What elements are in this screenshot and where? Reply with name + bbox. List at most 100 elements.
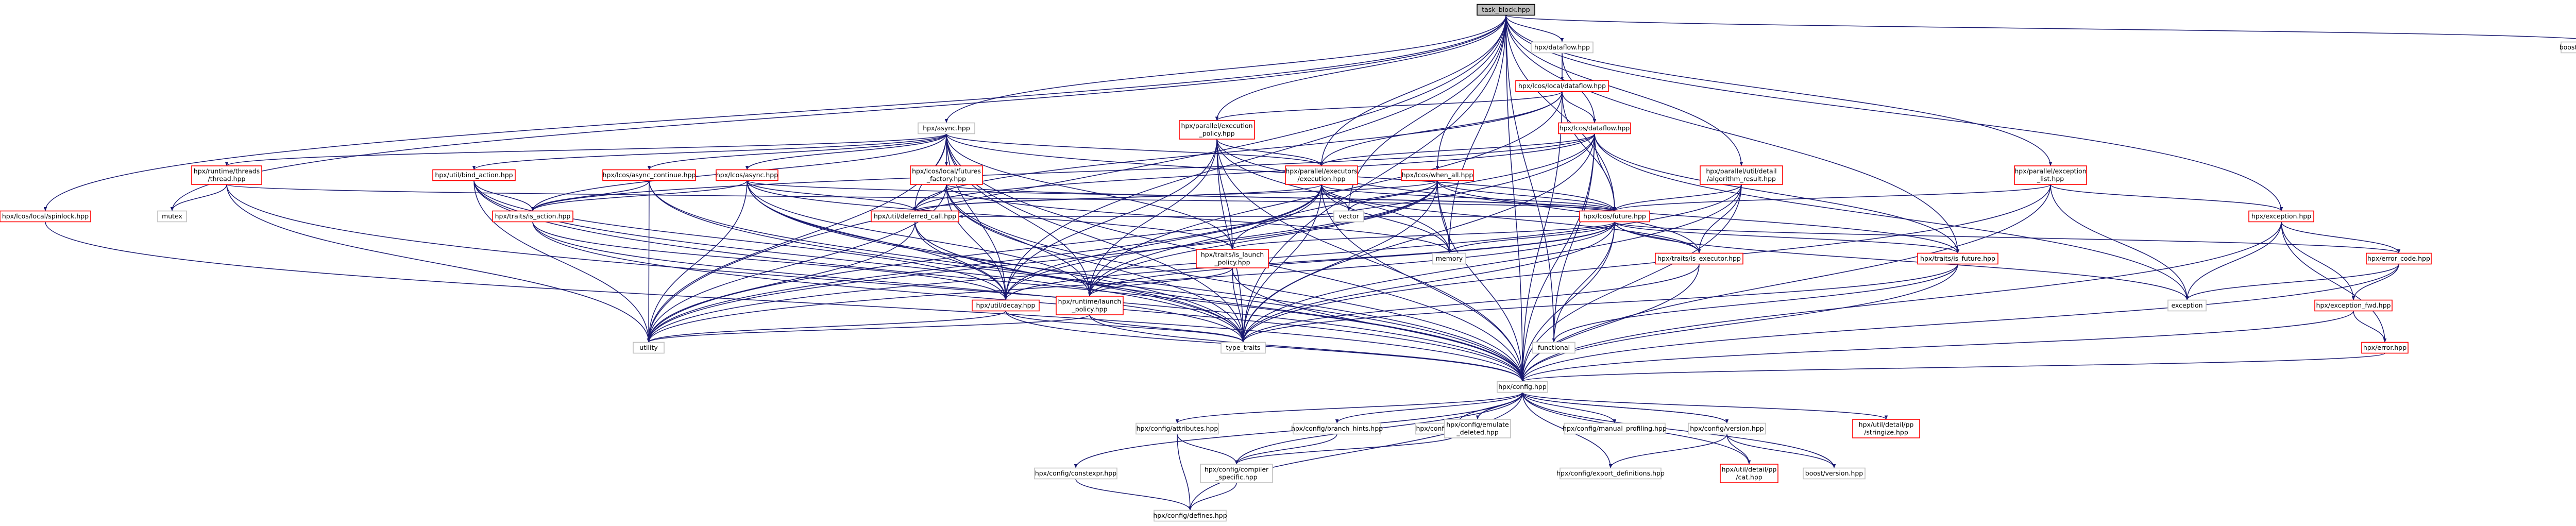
node-root[interactable]: task_block.hpp (1477, 4, 1535, 16)
node-boost_version[interactable]: boost/version.hpp (1803, 467, 1866, 480)
node-runtime_threads[interactable]: hpx/runtime/threads/thread.hpp (191, 165, 262, 185)
node-lcos_dataflow[interactable]: hpx/lcos/dataflow.hpp (1558, 122, 1631, 134)
edge-runtime_threads-to-config (226, 184, 1524, 382)
node-label: hpx/runtime/threads (194, 167, 260, 175)
edge-lcos_dataflow-to-is_action (531, 133, 1595, 211)
edge-future-to-is_future (1614, 221, 1960, 254)
node-box (1179, 120, 1255, 140)
node-box (1558, 122, 1631, 134)
node-box (1655, 252, 1743, 265)
edge-root-to-functional (1505, 15, 1556, 343)
edge-lcos_dataflow-to-exception_std (1594, 133, 2189, 300)
node-util_bind_action[interactable]: hpx/util/bind_action.hpp (432, 169, 516, 181)
node-spinlock[interactable]: hpx/lcos/local/spinlock.hpp (0, 210, 91, 223)
node-label: hpx/dataflow.hpp (1534, 43, 1590, 51)
node-type_traits[interactable]: type_traits (1221, 342, 1266, 354)
node-error_hpp[interactable]: hpx/error.hpp (2361, 342, 2409, 354)
node-memory[interactable]: memory (1432, 252, 1466, 265)
node-label: hpx/util/bind_action.hpp (435, 171, 513, 179)
node-exception_hpp[interactable]: hpx/exception.hpp (2248, 210, 2314, 223)
edge-lcos_async-to-deferred_call (747, 180, 917, 211)
node-decay[interactable]: hpx/util/decay.hpp (972, 299, 1040, 312)
edge-attributes-to-defines (1177, 434, 1192, 511)
node-manual_profiling[interactable]: hpx/config/manual_profiling.hpp (1563, 422, 1667, 435)
edge-lcos_async-to-utility (647, 180, 748, 343)
edge-root-to-when_all (1435, 15, 1506, 170)
node-label: hpx/lcos/local/futures (912, 167, 981, 175)
node-emulate_deleted[interactable]: hpx/config/emulate_deleted.hpp (1444, 419, 1511, 438)
node-label: _policy.hpp (1071, 306, 1107, 313)
edge-when_all-to-future (1437, 180, 1617, 211)
node-config[interactable]: hpx/config.hpp (1497, 381, 1548, 393)
node-label: hpx/parallel/executors (1285, 167, 1357, 175)
node-branch_hints[interactable]: hpx/config/branch_hints.hpp (1291, 422, 1383, 435)
node-deferred_call[interactable]: hpx/util/deferred_call.hpp (871, 210, 959, 223)
node-label: hpx/parallel/exception (2014, 167, 2086, 175)
node-export_definitions[interactable]: hpx/config/export_definitions.hpp (1556, 467, 1665, 480)
node-mutex[interactable]: mutex (157, 210, 187, 223)
node-version[interactable]: hpx/config/version.hpp (1688, 422, 1766, 435)
node-is_action[interactable]: hpx/traits/is_action.hpp (492, 210, 573, 223)
node-async[interactable]: hpx/async.hpp (918, 122, 975, 134)
node-label: hpx/util/detail/pp (1722, 466, 1777, 473)
node-label: hpx/lcos/async.hpp (716, 171, 778, 179)
node-is_launch_policy[interactable]: hpx/traits/is_launch_policy.hpp (1196, 249, 1269, 268)
node-functional[interactable]: functional (1532, 342, 1575, 354)
edge-par_executors-to-launch_policy (1088, 184, 1322, 297)
node-attributes[interactable]: hpx/config/attributes.hpp (1136, 422, 1219, 435)
node-label: _factory.hpp (926, 175, 966, 183)
node-futures_factory[interactable]: hpx/lcos/local/futures_factory.hpp (910, 165, 983, 185)
edge-async-to-launch_policy (946, 133, 1092, 297)
edge-async-to-async_continue (647, 133, 947, 170)
edge-root-to-decay (1004, 15, 1506, 300)
node-constexpr[interactable]: hpx/config/constexpr.hpp (1034, 467, 1117, 480)
node-compiler_specific[interactable]: hpx/config/compiler_specific.hpp (1200, 464, 1273, 483)
node-vector[interactable]: vector (1333, 210, 1364, 223)
edge-is_launch_policy-to-launch_policy (1088, 267, 1233, 297)
node-dataflow[interactable]: hpx/dataflow.hpp (1531, 41, 1594, 54)
node-future[interactable]: hpx/lcos/future.hpp (1579, 210, 1650, 223)
node-error_code[interactable]: hpx/error_code.hpp (2366, 252, 2432, 265)
node-label: hpx/lcos/when_all.hpp (1402, 171, 1473, 179)
edge-future-to-error_code (1614, 221, 2400, 254)
node-lcos_local_dataflow[interactable]: hpx/lcos/local/dataflow.hpp (1515, 80, 1609, 92)
node-box (1515, 80, 1609, 92)
edge-deferred_call-to-decay (914, 222, 1008, 300)
edge-when_all-to-decay (1004, 180, 1438, 300)
node-launch_policy[interactable]: hpx/runtime/launch_policy.hpp (1056, 296, 1124, 315)
edge-lcos_local_dataflow-to-deferred_call (913, 91, 1563, 211)
node-label: hpx/util/deferred_call.hpp (874, 212, 956, 220)
node-is_future[interactable]: hpx/traits/is_future.hpp (1917, 252, 1998, 265)
node-is_executor[interactable]: hpx/traits/is_executor.hpp (1655, 252, 1743, 265)
node-pp_cat[interactable]: hpx/util/detail/pp/cat.hpp (1720, 464, 1778, 483)
node-stringize[interactable]: hpx/util/detail/pp/stringize.hpp (1852, 419, 1920, 438)
node-par_exec_policy[interactable]: hpx/parallel/execution_policy.hpp (1179, 120, 1255, 140)
node-utility[interactable]: utility (633, 342, 665, 354)
node-exception_list[interactable]: hpx/parallel/exception_list.hpp (2014, 165, 2087, 185)
node-box (0, 210, 91, 223)
node-lcos_async[interactable]: hpx/lcos/async.hpp (716, 169, 778, 181)
node-when_all[interactable]: hpx/lcos/when_all.hpp (1401, 169, 1474, 181)
node-async_continue[interactable]: hpx/lcos/async_continue.hpp (602, 169, 696, 181)
node-exception_std[interactable]: exception (2167, 299, 2207, 312)
node-par_executors[interactable]: hpx/parallel/executors/execution.hpp (1285, 165, 1358, 185)
node-label: hpx/exception_fwd.hpp (2316, 301, 2391, 309)
node-algorithm_result[interactable]: hpx/parallel/util/detail/algorithm_resul… (1700, 165, 1783, 185)
edge-branch_hints-to-compiler_specific (1234, 434, 1337, 465)
edge-futures_factory-to-memory (946, 184, 1451, 253)
node-label: hpx/config/manual_profiling.hpp (1563, 425, 1667, 432)
edge-config-to-forceinline (1456, 392, 1523, 423)
node-box (1432, 252, 1466, 265)
node-defines[interactable]: hpx/config/defines.hpp (1153, 510, 1227, 522)
node-box (1285, 165, 1358, 185)
edge-when_all-to-is_future (1437, 180, 1960, 253)
node-exception_fwd[interactable]: hpx/exception_fwd.hpp (2314, 299, 2393, 312)
edge-root-to-spinlock (43, 15, 1506, 211)
node-label: hpx/lcos/local/dataflow.hpp (1518, 82, 1606, 90)
node-addressof[interactable]: boost/utility/addressof.hpp (2560, 41, 2576, 54)
node-label: hpx/config/emulate (1446, 421, 1509, 429)
node-box (1136, 422, 1219, 435)
edge-root-to-config (1505, 15, 1524, 382)
edge-exception_fwd-to-config (1520, 311, 2354, 382)
